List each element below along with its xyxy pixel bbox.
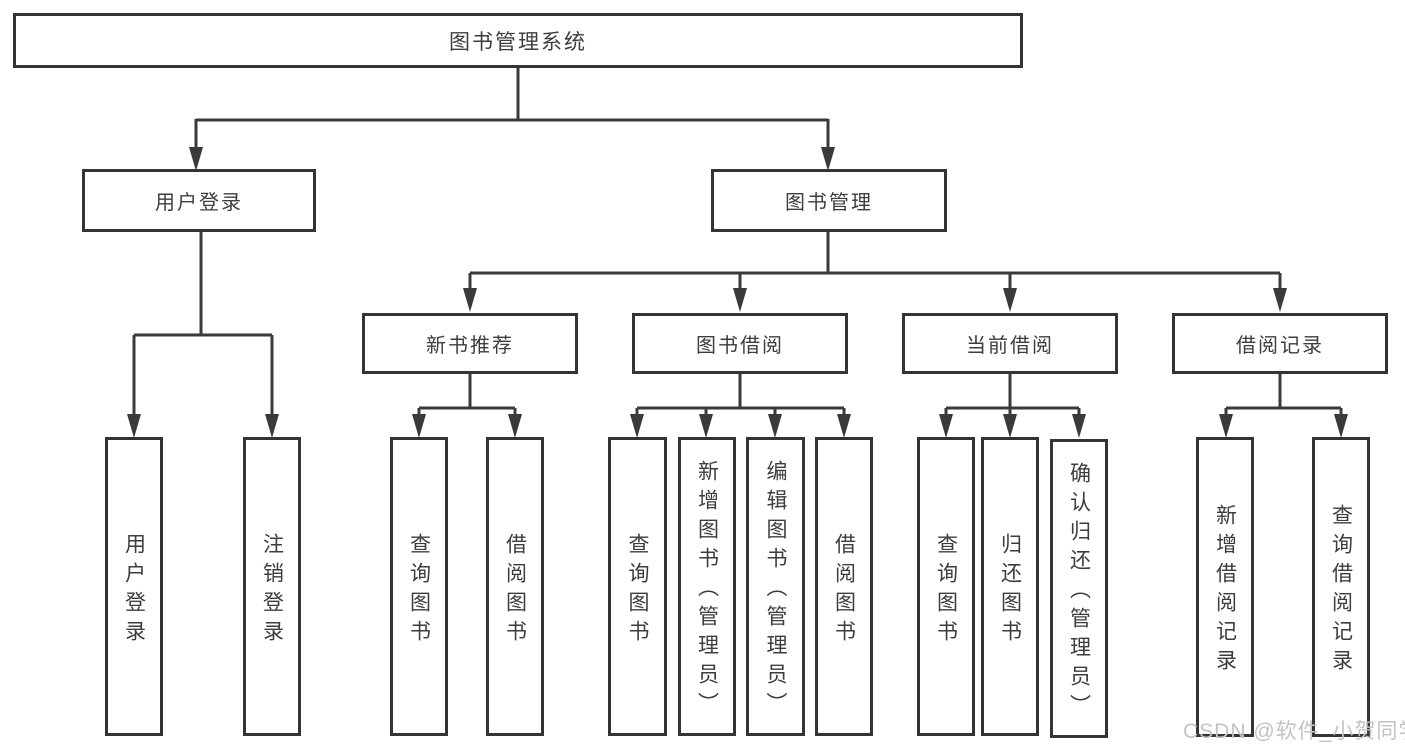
connector-book-mgmt-to-level3: [463, 230, 1287, 312]
watermark: CSDN @软件_小贺同学: [1183, 720, 1405, 743]
arrowhead-icon: [1003, 288, 1017, 312]
leaf-borrow-query-books: 查询图书: [608, 437, 667, 736]
connector-new-book-to-children: [412, 372, 522, 438]
arrowhead-icon: [837, 414, 851, 438]
leaf-record-query-borrow-record: 查询借阅记录: [1312, 437, 1370, 737]
connector-root-to-level2: [189, 66, 835, 171]
arrowhead-icon: [768, 414, 782, 438]
leaf-user-login: 用户登录: [105, 437, 163, 736]
arrowhead-icon: [699, 414, 713, 438]
leaf-current-return-books: 归还图书: [981, 437, 1039, 736]
arrowhead-icon: [733, 288, 747, 312]
arrowhead-icon: [1003, 414, 1017, 438]
arrowhead-icon: [265, 414, 279, 438]
leaf-record-add-borrow-record: 新增借阅记录: [1196, 437, 1254, 737]
connector-current-borrow-to-children: [939, 372, 1086, 438]
arrowhead-icon: [127, 414, 141, 438]
arrowhead-icon: [1219, 414, 1233, 438]
leaf-borrow-borrow-books: 借阅图书: [815, 437, 873, 736]
node-new-book-recommend: 新书推荐: [362, 313, 578, 374]
arrowhead-icon: [630, 414, 644, 438]
leaf-newbook-query-books: 查询图书: [390, 437, 448, 736]
node-user-login: 用户登录: [82, 169, 316, 232]
node-current-borrow: 当前借阅: [902, 313, 1118, 374]
connector-book-borrow-to-children: [630, 372, 851, 438]
node-book-borrow: 图书借阅: [632, 313, 848, 374]
arrowhead-icon: [463, 288, 477, 312]
leaf-current-confirm-return-admin: 确认归还（管理员）: [1050, 439, 1108, 738]
arrowhead-icon: [939, 414, 953, 438]
arrowhead-icon: [821, 147, 835, 171]
connector-user-login-to-children: [127, 230, 279, 438]
node-borrow-record: 借阅记录: [1172, 313, 1388, 374]
leaf-borrow-add-books-admin: 新增图书（管理员）: [678, 437, 736, 736]
arrowhead-icon: [189, 147, 203, 171]
arrowhead-icon: [1072, 414, 1086, 438]
arrowhead-icon: [412, 414, 426, 438]
node-book-management: 图书管理: [711, 169, 947, 232]
node-root-library-system: 图书管理系统: [13, 13, 1023, 68]
arrowhead-icon: [508, 414, 522, 438]
leaf-logout: 注销登录: [243, 437, 301, 736]
leaf-borrow-edit-books-admin: 编辑图书（管理员）: [746, 437, 805, 736]
leaf-newbook-borrow-books: 借阅图书: [486, 437, 544, 736]
leaf-current-query-books: 查询图书: [917, 437, 975, 736]
arrowhead-icon: [1334, 414, 1348, 438]
connector-borrow-record-to-children: [1219, 372, 1348, 438]
arrowhead-icon: [1273, 288, 1287, 312]
